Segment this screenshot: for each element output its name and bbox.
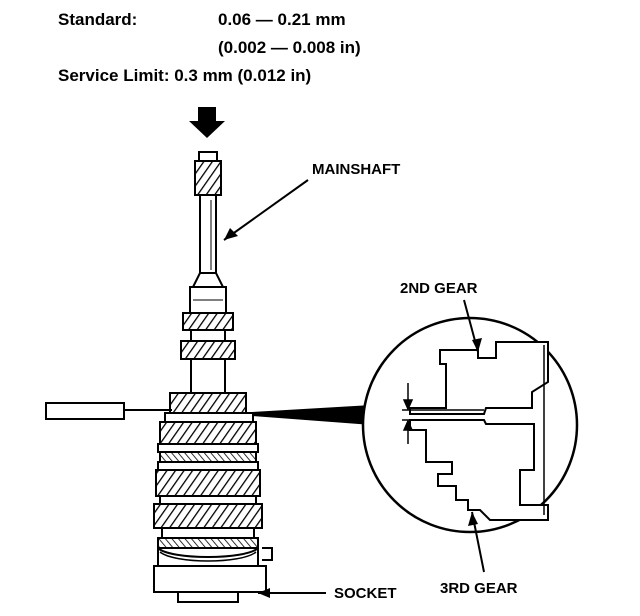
second-gear-label: 2ND GEAR (400, 280, 478, 297)
standard-value-mm: 0.06 — 0.21 mm (218, 10, 346, 29)
spec-block: Standard: 0.06 — 0.21 mm (0.002 — 0.008 … (58, 10, 361, 85)
mainshaft-assembly (153, 151, 273, 603)
mainshaft-leader (223, 179, 309, 241)
standard-value-in: (0.002 — 0.008 in) (218, 38, 361, 57)
feeler-gauge (45, 402, 172, 420)
standard-label: Standard: (58, 10, 137, 29)
detail-leader (252, 405, 372, 425)
press-arrow (189, 107, 225, 138)
mainshaft-label: MAINSHAFT (312, 161, 400, 178)
third-gear-label: 3RD GEAR (440, 580, 518, 597)
detail-view (361, 316, 579, 534)
service-limit: Service Limit: 0.3 mm (0.012 in) (58, 66, 311, 85)
labels: MAINSHAFT 2ND GEAR 3RD GEAR SOCKET (223, 161, 518, 602)
socket-label: SOCKET (334, 585, 397, 602)
